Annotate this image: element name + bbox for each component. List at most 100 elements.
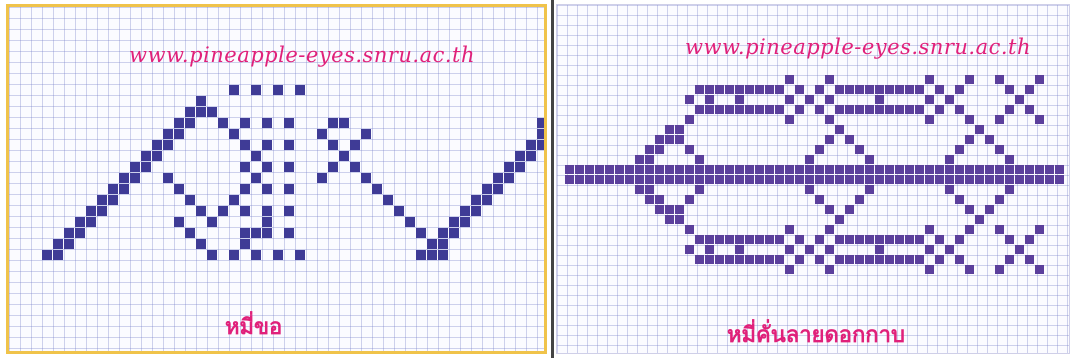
pattern-cell — [685, 175, 694, 184]
pattern-cell — [855, 175, 864, 184]
pattern-cell — [1025, 175, 1034, 184]
pattern-cell — [925, 175, 934, 184]
pattern-cell — [317, 173, 327, 183]
pattern-cell — [317, 129, 327, 139]
pattern-cell — [915, 105, 924, 114]
pattern-cell — [885, 175, 894, 184]
pattern-cell — [865, 155, 874, 164]
pattern-cell — [526, 140, 536, 150]
pattern-cell — [975, 175, 984, 184]
pattern-cell — [185, 195, 195, 205]
pattern-cell — [995, 195, 1004, 204]
pattern-cell — [735, 105, 744, 114]
pattern-cell — [449, 217, 459, 227]
pattern-cell — [955, 145, 964, 154]
pattern-cell — [805, 175, 814, 184]
pattern-cell — [815, 255, 824, 264]
pattern-cell — [119, 184, 129, 194]
pattern-cell — [460, 217, 470, 227]
pattern-cell — [865, 175, 874, 184]
pattern-cell — [1025, 235, 1034, 244]
pattern-cell — [42, 250, 52, 260]
pattern-cell — [655, 165, 664, 174]
pattern-cell — [875, 175, 884, 184]
pattern-cell — [905, 235, 914, 244]
pattern-cell — [284, 228, 294, 238]
pattern-cell — [775, 105, 784, 114]
pattern-cell — [925, 265, 934, 274]
pattern-cell — [975, 125, 984, 134]
pattern-cell — [675, 205, 684, 214]
pattern-cell — [765, 235, 774, 244]
pattern-cell — [695, 175, 704, 184]
pattern-cell — [655, 175, 664, 184]
pattern-cell — [875, 165, 884, 174]
pattern-cell — [745, 105, 754, 114]
pattern-cell — [735, 245, 744, 254]
pattern-cell — [875, 95, 884, 104]
pattern-name-label: หมี่ขอ — [225, 309, 282, 344]
pattern-cell — [955, 85, 964, 94]
pattern-cell — [705, 85, 714, 94]
pattern-cell — [865, 165, 874, 174]
pattern-cell — [284, 118, 294, 128]
pattern-cell — [86, 217, 96, 227]
pattern-cell — [815, 175, 824, 184]
pattern-cell — [965, 115, 974, 124]
pattern-cell — [885, 255, 894, 264]
pattern-cell — [229, 195, 239, 205]
pattern-cell — [295, 85, 305, 95]
pattern-cell — [915, 175, 924, 184]
pattern-cell — [765, 165, 774, 174]
pattern-cell — [240, 162, 250, 172]
pattern-cell — [785, 245, 794, 254]
pattern-cell — [845, 135, 854, 144]
pattern-cell — [251, 250, 261, 260]
pattern-cell — [504, 162, 514, 172]
pattern-cell — [865, 255, 874, 264]
pattern-cell — [575, 165, 584, 174]
pattern-cell — [1045, 175, 1054, 184]
pattern-cell — [755, 235, 764, 244]
pattern-cell — [895, 85, 904, 94]
pattern-cell — [805, 155, 814, 164]
pattern-cell — [635, 165, 644, 174]
pattern-cell — [185, 107, 195, 117]
pattern-cell — [905, 165, 914, 174]
pattern-cell — [655, 195, 664, 204]
pattern-cell — [1005, 155, 1014, 164]
pattern-cell — [745, 165, 754, 174]
pattern-cell — [1005, 105, 1014, 114]
pattern-cell — [350, 162, 360, 172]
pattern-cell — [695, 165, 704, 174]
pattern-cell — [705, 245, 714, 254]
pattern-cell — [695, 105, 704, 114]
pattern-cell — [835, 235, 844, 244]
pattern-cell — [240, 228, 250, 238]
pattern-cell — [141, 162, 151, 172]
pattern-cell — [995, 225, 1004, 234]
pattern-cell — [905, 175, 914, 184]
pattern-cell — [765, 85, 774, 94]
pattern-cell — [795, 175, 804, 184]
pattern-cell — [925, 165, 934, 174]
pattern-cell — [1025, 85, 1034, 94]
pattern-cell — [935, 105, 944, 114]
pattern-cell — [715, 175, 724, 184]
pattern-cell — [196, 206, 206, 216]
pattern-cell — [1055, 175, 1064, 184]
pattern-cell — [1025, 255, 1034, 264]
pattern-cell — [895, 235, 904, 244]
pattern-cell — [965, 135, 974, 144]
pattern-cell — [196, 239, 206, 249]
pattern-cell — [1035, 225, 1044, 234]
pattern-cell — [735, 85, 744, 94]
pattern-cell — [471, 206, 481, 216]
pattern-cell — [765, 255, 774, 264]
pattern-cell — [685, 165, 694, 174]
pattern-cell — [695, 85, 704, 94]
pattern-cell — [645, 165, 654, 174]
pattern-cell — [1005, 235, 1014, 244]
pattern-cell — [174, 217, 184, 227]
pattern-cell — [585, 165, 594, 174]
